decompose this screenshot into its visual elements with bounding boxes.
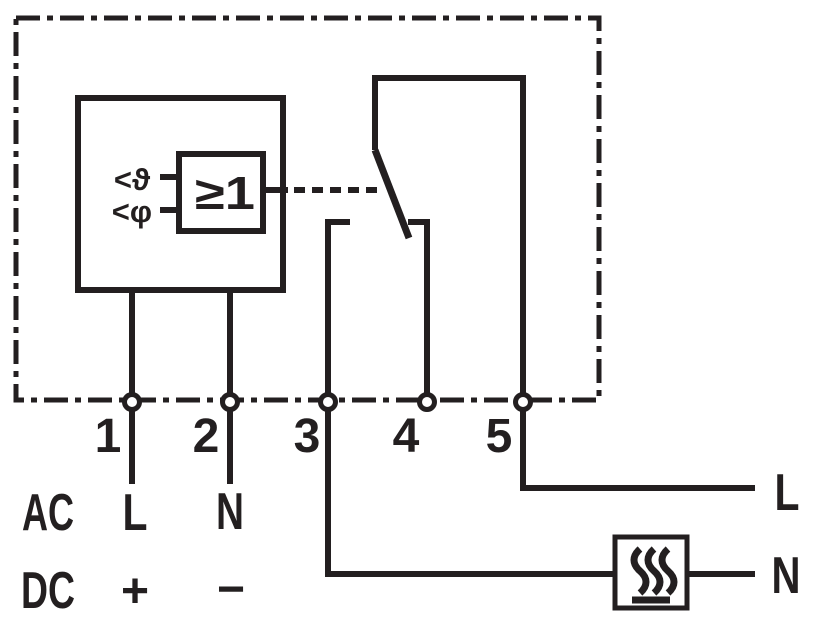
terminal-4-label: 4 — [393, 410, 420, 463]
heater-wave-strokes — [630, 546, 674, 604]
terminal-1-circle — [122, 392, 142, 412]
device-boundary-dashdot-border — [13, 15, 602, 403]
ac-line-label: L — [123, 484, 148, 542]
load-line-label: L — [775, 464, 800, 522]
terminal-4-circle — [417, 392, 437, 412]
terminal-3-label: 3 — [294, 410, 321, 463]
heat-wave-icon — [630, 546, 650, 596]
dc-minus-label: − — [217, 563, 245, 616]
ac-row-label: AC — [22, 484, 74, 542]
schematic-labels: ≥1 <ϑ <φ 1 2 3 4 5 AC L N DC + − L N — [21, 162, 801, 620]
terminal-5-circle — [513, 392, 533, 412]
load-neutral-label: N — [772, 547, 801, 605]
humidity-threshold-label: <φ — [112, 194, 152, 229]
or-gate-label: ≥1 — [195, 167, 255, 219]
schematic-lines — [13, 15, 755, 611]
terminal-2-label: 2 — [193, 410, 220, 463]
terminal-2-circle — [220, 392, 240, 412]
terminal-circles — [122, 392, 533, 412]
wire-terminal4-contact — [408, 219, 430, 402]
wire-terminal5-to-load-line — [520, 402, 755, 491]
terminal-3-circle — [318, 392, 338, 412]
ac-neutral-label: N — [216, 483, 244, 541]
switch-blade — [371, 148, 413, 240]
temp-threshold-label: <ϑ — [114, 162, 151, 197]
terminal-numbers: 1 2 3 4 5 — [95, 410, 513, 463]
dc-plus-label: + — [121, 565, 149, 618]
wire-switch-common-terminal5 — [372, 75, 526, 402]
terminal-1-label: 1 — [95, 410, 122, 463]
terminal-5-label: 5 — [486, 410, 513, 463]
dc-row-label: DC — [21, 562, 75, 620]
controller-box — [75, 95, 286, 293]
